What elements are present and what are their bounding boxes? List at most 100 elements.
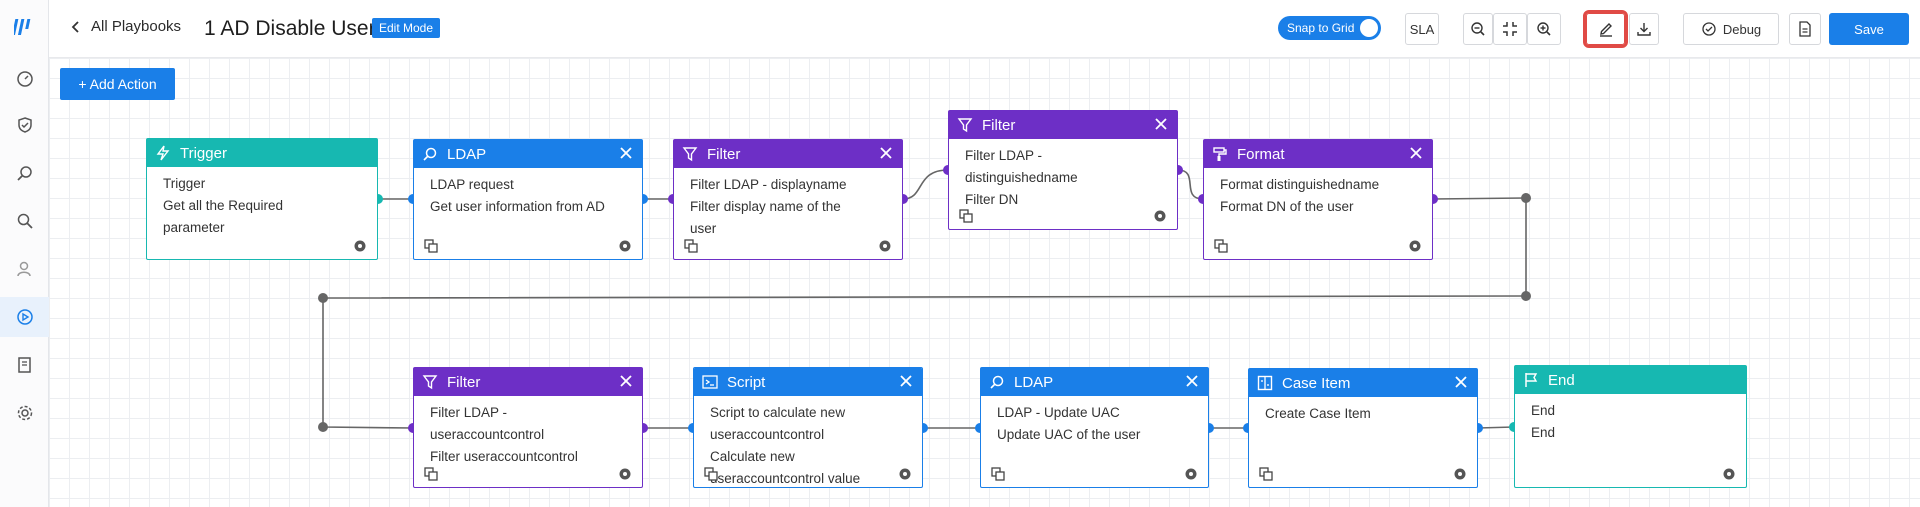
toggle-knob [1360, 19, 1378, 37]
node-title: Case Item [1282, 374, 1351, 392]
dashboard-icon [16, 71, 33, 87]
node-title: Filter [447, 373, 481, 391]
node-trigger[interactable]: Trigger Trigger Get all the Required par… [146, 138, 378, 260]
node-line: End [1531, 403, 1556, 418]
flag-icon [1523, 372, 1539, 388]
debug-button[interactable]: Debug [1683, 13, 1779, 45]
lightning-icon [155, 145, 171, 161]
close-icon[interactable] [879, 146, 893, 160]
node-line: useraccountcontrol [430, 427, 545, 442]
sla-button[interactable]: SLA [1405, 13, 1439, 45]
zoom-out-icon [1471, 22, 1485, 36]
playbook-icon [16, 309, 33, 325]
sla-label: SLA [1409, 21, 1435, 37]
node-ldap-update[interactable]: LDAP LDAP - Update UAC Update UAC of the… [980, 367, 1209, 488]
node-title: Script [727, 373, 766, 391]
node-line: Filter useraccountcontrol [430, 449, 578, 464]
node-line: Format distinguishedname [1220, 177, 1380, 192]
copy-icon[interactable] [704, 467, 718, 481]
nav-investigate[interactable] [0, 153, 49, 193]
documentation-button[interactable] [1789, 13, 1821, 45]
filter-icon [957, 117, 973, 133]
gear-icon[interactable] [898, 467, 912, 481]
node-line: user [690, 221, 717, 236]
copy-icon[interactable] [684, 239, 698, 253]
node-line: Create Case Item [1265, 406, 1371, 421]
nav-dashboard[interactable] [0, 58, 49, 98]
nav-settings[interactable] [0, 393, 49, 433]
edit-button[interactable] [1583, 10, 1628, 48]
close-icon[interactable] [619, 146, 633, 160]
zoom-out-button[interactable] [1463, 13, 1493, 45]
node-line: useraccountcontrol value [710, 471, 861, 486]
node-line: useraccountcontrol [710, 427, 825, 442]
search-icon [422, 146, 438, 162]
node-line: LDAP request [430, 177, 514, 192]
node-title: End [1548, 371, 1575, 389]
node-title: LDAP [1014, 373, 1054, 391]
node-filter-displayname[interactable]: Filter Filter LDAP - displayname Filter … [673, 139, 903, 260]
gear-icon[interactable] [1184, 467, 1198, 481]
edit-mode-badge: Edit Mode [372, 18, 441, 38]
nav-reports[interactable] [0, 345, 49, 385]
node-title: Filter [982, 116, 1016, 134]
back-to-playbooks-link[interactable]: All Playbooks [69, 18, 181, 35]
close-icon[interactable] [1409, 146, 1423, 160]
close-icon[interactable] [1154, 117, 1168, 131]
node-line: Trigger [163, 176, 206, 191]
add-action-button[interactable]: + Add Action [60, 68, 175, 100]
node-case-item[interactable]: Case Item Create Case Item [1248, 368, 1478, 488]
node-line: Filter DN [965, 192, 1019, 207]
case-icon [1257, 375, 1273, 391]
nav-security[interactable] [0, 105, 49, 145]
close-icon[interactable] [1454, 375, 1468, 389]
close-icon[interactable] [899, 374, 913, 388]
back-label: All Playbooks [91, 18, 182, 35]
node-filter-uac[interactable]: Filter Filter LDAP - useraccountcontrol … [413, 367, 643, 488]
node-script-uac[interactable]: Script Script to calculate new useraccou… [693, 367, 923, 488]
export-button[interactable] [1629, 13, 1659, 45]
edit-icon [1599, 23, 1612, 37]
copy-icon[interactable] [991, 467, 1005, 481]
copy-icon[interactable] [424, 467, 438, 481]
node-end[interactable]: End End End [1514, 365, 1747, 488]
node-title: Format [1237, 145, 1285, 163]
gear-icon[interactable] [618, 239, 632, 253]
node-filter-dn[interactable]: Filter Filter LDAP - distinguishedname F… [948, 110, 1178, 230]
nav-users[interactable] [0, 249, 49, 289]
gear-icon[interactable] [878, 239, 892, 253]
gear-icon[interactable] [353, 239, 367, 253]
investigate-icon [16, 166, 32, 181]
node-line: Script to calculate new [710, 405, 846, 420]
gear-icon[interactable] [1408, 239, 1422, 253]
node-title: LDAP [447, 145, 487, 163]
copy-icon[interactable] [1214, 239, 1228, 253]
gear-icon[interactable] [1722, 467, 1736, 481]
nav-playbooks[interactable] [0, 297, 49, 337]
gear-icon[interactable] [1453, 467, 1467, 481]
gear-icon[interactable] [618, 467, 632, 481]
copy-icon[interactable] [1259, 467, 1273, 481]
close-icon[interactable] [1185, 374, 1199, 388]
nav-search[interactable] [0, 201, 49, 241]
node-line: LDAP - Update UAC [997, 405, 1120, 420]
node-line: Get user information from AD [430, 199, 605, 214]
paint-roller-icon [1212, 146, 1228, 162]
node-title: Trigger [180, 144, 227, 162]
snap-to-grid-label: Snap to Grid [1287, 21, 1355, 35]
node-title: Filter [707, 145, 741, 163]
fit-screen-button[interactable] [1493, 13, 1527, 45]
node-ldap-request[interactable]: LDAP LDAP request Get user information f… [413, 139, 643, 260]
zoom-in-button[interactable] [1527, 13, 1561, 45]
node-format-dn[interactable]: Format Format distinguishedname Format D… [1203, 139, 1433, 260]
copy-icon[interactable] [424, 239, 438, 253]
snap-to-grid-toggle[interactable]: Snap to Grid [1278, 16, 1381, 40]
chevron-left-icon [71, 20, 79, 33]
save-button[interactable]: Save [1829, 13, 1909, 45]
close-icon[interactable] [619, 374, 633, 388]
node-line: Filter LDAP - [430, 405, 508, 420]
copy-icon[interactable] [959, 209, 973, 223]
node-line: Filter display name of the [690, 199, 841, 214]
debug-check-icon [1702, 22, 1716, 36]
gear-icon[interactable] [1153, 209, 1167, 223]
